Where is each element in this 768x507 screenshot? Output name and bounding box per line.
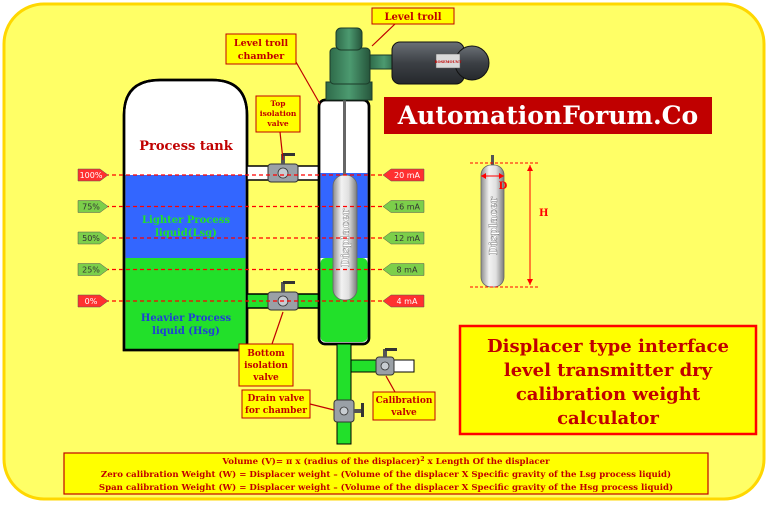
label-bottom-isolation-valve: Bottom isolation valve	[238, 311, 294, 387]
title-line-2: level transmitter dry	[504, 360, 713, 381]
brand-text: AutomationForum.Co	[397, 101, 698, 130]
left-arrow-1	[77, 200, 109, 213]
label-top-isolation-valve: Top isolation valve	[255, 95, 301, 161]
right-arrow-label-2: 12 mA	[394, 234, 421, 243]
title-box: Displacer type interface level transmitt…	[458, 324, 758, 436]
svg-text:Top: Top	[271, 99, 286, 108]
svg-text:valve: valve	[252, 373, 279, 383]
svg-text:valve: valve	[266, 119, 288, 128]
formula-zero: Zero calibration Weight (W) = Displacer …	[101, 469, 671, 480]
dimension-h: H	[539, 208, 548, 219]
left-arrow-label-0: 100%	[80, 171, 103, 180]
left-arrow-label-3: 25%	[82, 266, 100, 275]
label-level-troll-chamber: Level troll chamber	[225, 33, 321, 105]
brand-banner: AutomationForum.Co	[384, 97, 712, 134]
svg-text:Bottom: Bottom	[247, 349, 285, 359]
lighter-liquid-fill	[125, 175, 246, 258]
formula-volume: Volume (V)= π x (radius of the displacer…	[221, 456, 550, 467]
right-arrow-1	[382, 200, 425, 213]
level-troll-transmitter: ROSEMOUNT	[325, 27, 490, 101]
process-tank-label: Process tank	[139, 139, 234, 154]
left-arrow-2	[77, 231, 109, 245]
right-arrow-label-3: 8 mA	[397, 266, 418, 275]
left-arrow-label-1: 75%	[82, 203, 100, 212]
displacer-dimension-drawing: Displacer D H	[470, 155, 548, 288]
dimension-d: D	[499, 181, 508, 192]
left-arrow-4	[77, 294, 109, 308]
left-arrow-3	[77, 263, 109, 276]
svg-text:for chamber: for chamber	[245, 406, 307, 416]
label-drain-valve: Drain valve for chamber	[241, 389, 335, 419]
process-tank: Process tank Lighter Process liquid(Lsg)…	[122, 78, 249, 352]
svg-text:isolation: isolation	[260, 109, 297, 118]
label-calibration-valve: Calibration valve	[372, 375, 436, 421]
svg-text:Level troll: Level troll	[384, 12, 441, 23]
title-line-4: calculator	[557, 408, 659, 429]
heavier-liquid-fill	[125, 258, 246, 349]
svg-text:chamber: chamber	[238, 51, 286, 62]
right-arrow-4	[382, 294, 425, 308]
right-arrow-label-0: 20 mA	[394, 171, 421, 180]
heavier-liquid-label-2: liquid (Hsg)	[152, 326, 220, 337]
right-arrow-label-4: 4 mA	[397, 297, 418, 306]
svg-text:Drain valve: Drain valve	[248, 394, 305, 404]
calibration-valve[interactable]	[375, 348, 397, 376]
right-arrow-0	[382, 168, 425, 182]
svg-text:valve: valve	[390, 408, 417, 418]
left-arrow-label-4: 0%	[85, 297, 98, 306]
formula-box: Volume (V)= π x (radius of the displacer…	[63, 452, 709, 495]
scale-arrows: 100% 20 mA 75% 16 mA 50% 12 mA 25% 8 mA 0% 4 mA	[77, 168, 425, 308]
left-arrow-label-2: 50%	[82, 234, 100, 243]
title-line-3: calibration weight	[516, 384, 701, 405]
heavier-liquid-label-1: Heavier Process	[141, 313, 232, 324]
displacer-drawing-label: Displacer	[487, 197, 500, 256]
level-lines	[105, 174, 385, 302]
svg-text:Calibration: Calibration	[376, 396, 433, 406]
drain-valve[interactable]	[333, 399, 364, 423]
svg-text:Level troll: Level troll	[234, 38, 289, 49]
right-arrow-label-1: 16 mA	[394, 203, 421, 212]
right-arrow-2	[382, 231, 425, 245]
svg-text:isolation: isolation	[244, 361, 288, 371]
right-arrow-3	[382, 263, 425, 276]
lighter-liquid-label-2: liquid(Lsg)	[155, 228, 217, 239]
formula-span: Span calibration Weight (W) = Displacer …	[99, 482, 673, 493]
label-level-troll: Level troll	[371, 7, 455, 47]
title-line-1: Displacer type interface	[487, 336, 729, 357]
transmitter-nameplate: ROSEMOUNT	[435, 60, 462, 64]
left-arrow-0	[77, 168, 109, 182]
lighter-liquid-label-1: Lighter Process	[142, 215, 230, 226]
